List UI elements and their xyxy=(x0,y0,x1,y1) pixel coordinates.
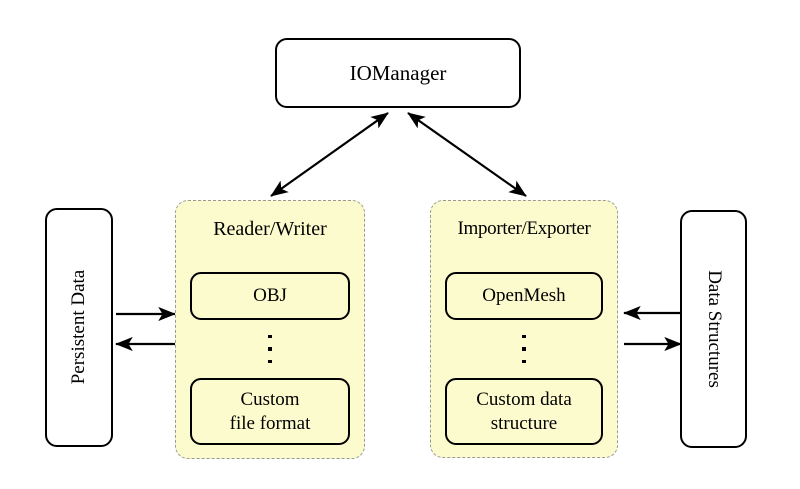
item-openmesh[interactable]: OpenMesh xyxy=(445,272,603,320)
node-persistent-data[interactable]: Persistent Data xyxy=(45,208,113,447)
item-custom-file-format-line2: file format xyxy=(229,412,311,434)
item-obj-label: OBJ xyxy=(253,284,287,306)
data-structures-label: Data Structures xyxy=(703,270,725,388)
item-custom-file-format[interactable]: Custom file format xyxy=(190,378,350,445)
group-importer-exporter-title: Importer/Exporter xyxy=(457,218,591,239)
item-custom-data-structure[interactable]: Custom data structure xyxy=(445,378,603,445)
group-reader-writer-title: Reader/Writer xyxy=(213,218,327,240)
item-openmesh-label: OpenMesh xyxy=(482,284,566,306)
item-custom-data-structure-line1: Custom data xyxy=(476,389,572,411)
node-data-structures[interactable]: Data Structures xyxy=(680,210,747,448)
group-importer-exporter[interactable]: Importer/Exporter OpenMesh Custom data s… xyxy=(430,200,618,458)
item-custom-data-structure-line2: structure xyxy=(490,412,558,434)
connector-iomanager-importer-exporter xyxy=(407,112,527,197)
ellipsis-importer-exporter xyxy=(431,327,617,371)
persistent-data-label: Persistent Data xyxy=(67,270,89,385)
group-reader-writer[interactable]: Reader/Writer OBJ Custom file format xyxy=(175,200,365,459)
iomanager-label: IOManager xyxy=(349,60,447,85)
item-custom-file-format-line1: Custom xyxy=(240,389,300,411)
ellipsis-reader-writer xyxy=(176,327,364,371)
item-obj[interactable]: OBJ xyxy=(190,272,350,320)
connector-iomanager-reader-writer xyxy=(270,112,389,197)
node-iomanager[interactable]: IOManager xyxy=(275,38,521,108)
